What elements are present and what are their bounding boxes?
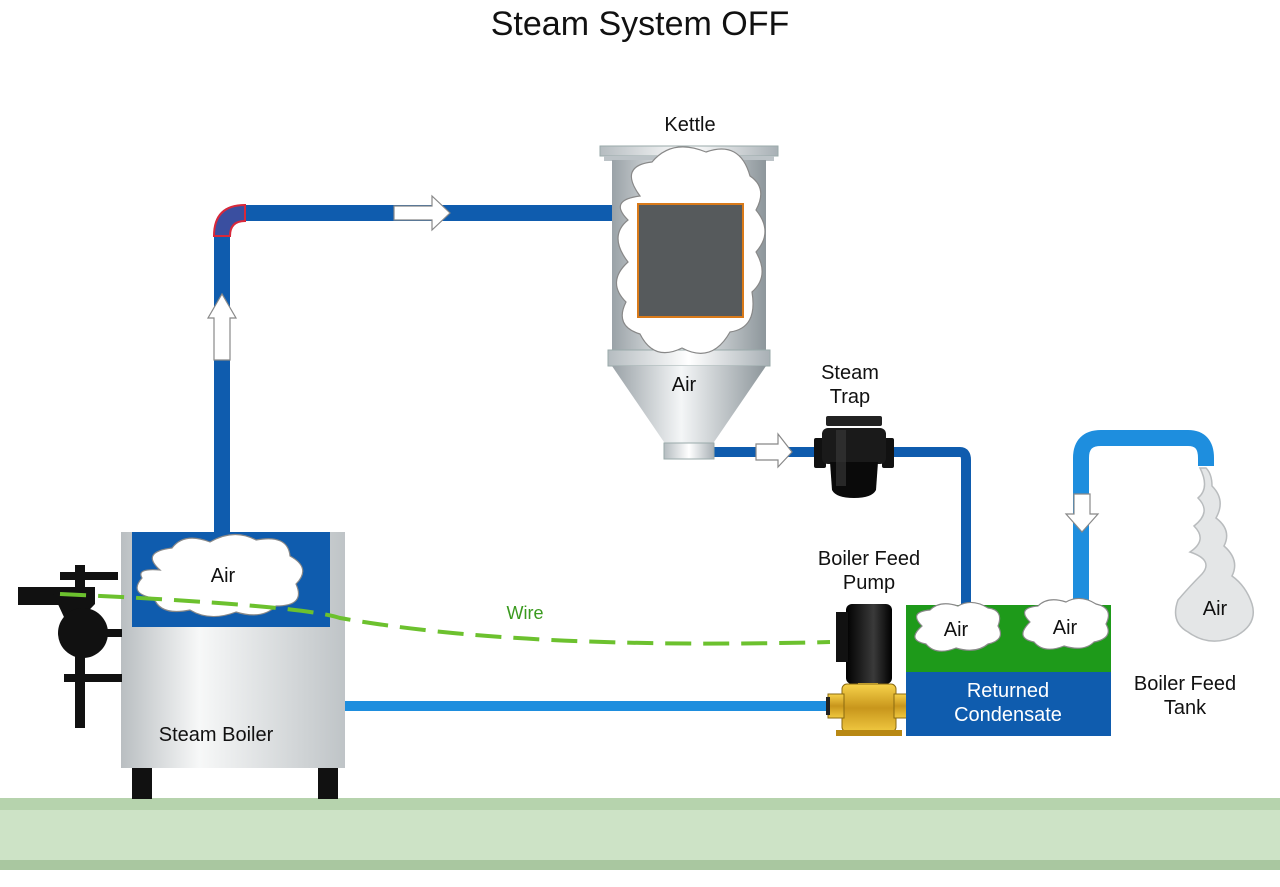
steam-boiler <box>121 532 345 799</box>
kettle-air-label: Air <box>671 374 697 396</box>
kettle-product <box>637 203 744 318</box>
control-wire <box>59 592 831 646</box>
boiler-feed-pump <box>826 604 910 736</box>
condensate-pipe <box>712 447 971 607</box>
vent-air-label: Air <box>1202 598 1228 620</box>
boiler-feed-tank <box>906 597 1111 736</box>
flow-arrow-up <box>206 292 238 361</box>
kettle-label: Kettle <box>664 114 716 136</box>
ground <box>0 798 1280 870</box>
feed-water-pipe <box>340 701 840 711</box>
boiler-feed-pump-label: Boiler Feed Pump <box>817 548 921 594</box>
vent-pipe <box>1073 430 1214 607</box>
diagram-title: Steam System OFF <box>490 5 790 43</box>
flow-arrow-trap <box>755 432 793 469</box>
returned-condensate-label: Returned Condensate <box>954 680 1062 726</box>
pipe-elbow <box>212 203 246 237</box>
boiler-feed-tank-label: Boiler Feed Tank <box>1133 673 1237 719</box>
wire-label: Wire <box>506 603 544 623</box>
flow-arrow-down <box>1064 493 1100 533</box>
burner <box>18 565 122 728</box>
vent-steam-plume <box>1174 467 1254 642</box>
steam-trap <box>814 416 894 498</box>
tank-air-cloud-2 <box>1022 597 1109 650</box>
flow-arrow-right <box>393 194 451 232</box>
tank-air-label-2: Air <box>1052 617 1078 639</box>
tank-air-cloud-1 <box>914 601 1001 652</box>
tank-air-label-1: Air <box>943 619 969 641</box>
steam-boiler-label: Steam Boiler <box>158 724 274 746</box>
steam-trap-label: Steam Trap <box>821 362 879 408</box>
steam-pipe <box>214 205 612 535</box>
kettle <box>599 145 779 460</box>
boiler-air-label: Air <box>210 565 236 587</box>
